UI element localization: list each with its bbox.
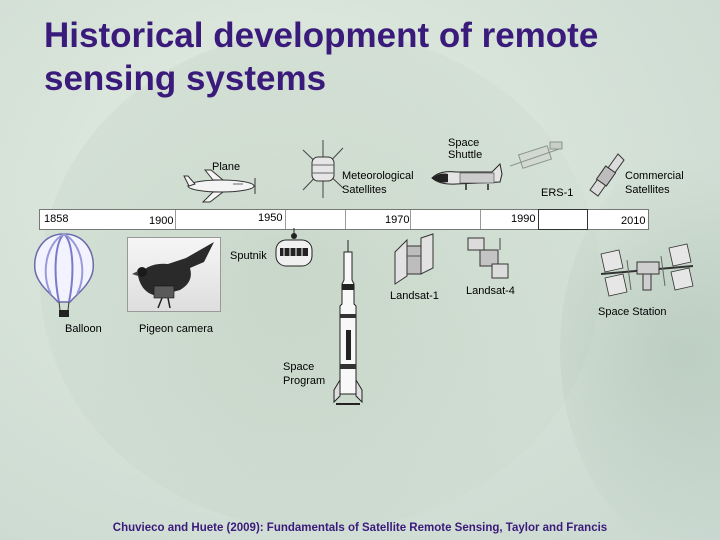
hot-air-balloon-illustration [34,233,94,317]
citation: Chuvieco and Huete (2009): Fundamentals … [112,522,608,534]
plane-illustration [183,169,256,203]
label-satellites: Satellites [342,184,387,196]
label-program: Program [283,375,326,387]
label-meteorological: Meteorological [342,170,414,182]
label-balloon: Balloon [65,323,102,335]
timeline-tick [345,210,346,229]
landsat1-illustration [394,233,434,285]
sputnik-illustration [275,228,313,267]
label-plane: Plane [212,161,241,173]
timeline-tick [410,210,411,229]
year-1970: 1970 [385,214,410,226]
earth-globe-background [40,30,600,530]
meteorological-satellite-illustration [302,140,344,198]
timeline-bar [39,209,649,230]
label-sputnik: Sputnik [230,250,267,262]
label-commercial-satellites: Satellites [625,184,670,196]
label-space-program: Space [283,361,315,373]
label-pigeon-camera: Pigeon camera [139,323,213,335]
label-commercial: Commercial [625,170,684,182]
year-2010: 2010 [621,215,646,227]
timeline-tick [175,210,176,229]
ers1-period-box [538,209,588,230]
label-landsat4: Landsat-4 [466,285,515,297]
label-space: Space [448,137,480,149]
landsat4-illustration [467,237,509,279]
space-shuttle-illustration [431,162,503,190]
label-shuttle: Shuttle [448,149,483,161]
timeline-tick [285,210,286,229]
timeline-tick [480,210,481,229]
space-program-rocket-illustration [333,240,363,405]
background-satellite-icon [510,141,563,169]
pigeon-camera-photo [127,237,221,312]
space-station-illustration [600,243,694,297]
year-1990: 1990 [511,213,536,225]
label-landsat1: Landsat-1 [390,290,439,302]
commercial-satellite-illustration [589,153,625,197]
year-1900: 1900 [149,215,174,227]
year-1858: 1858 [44,213,69,225]
label-ers1: ERS-1 [541,187,574,199]
year-1950: 1950 [258,212,283,224]
slide-title: Historical development of remote sensing… [44,16,599,98]
label-space-station: Space Station [598,306,667,318]
